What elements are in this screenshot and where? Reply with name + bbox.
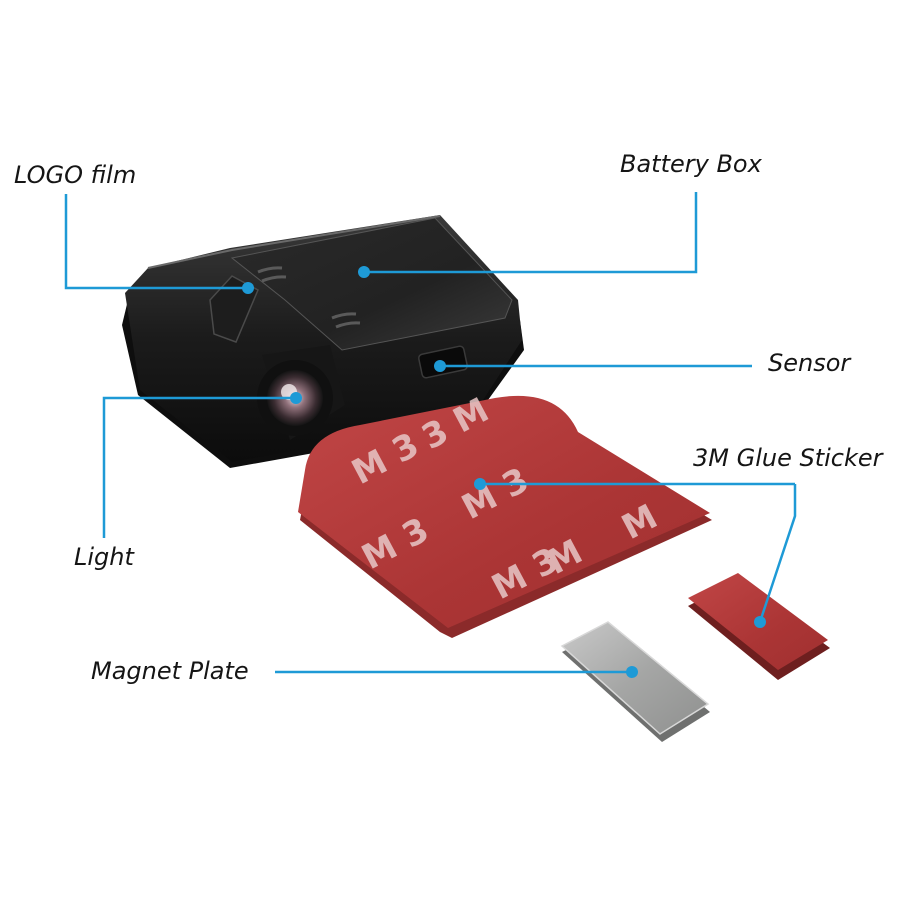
battery-box-label: Battery Box (620, 150, 762, 178)
logo-film-label: LOGO film (14, 161, 137, 189)
light-label: Light (74, 543, 134, 571)
glue-sticker-label: 3M Glue Sticker (693, 444, 883, 472)
sensor-label: Sensor (768, 349, 851, 377)
callout-light (102, 396, 296, 538)
callout-lines (64, 192, 797, 674)
magnet-plate (560, 621, 710, 742)
callout-logo-film (64, 194, 248, 290)
callout-dots (242, 266, 766, 678)
callout-glue-sticker-2 (758, 484, 797, 623)
callout-battery-box (364, 192, 698, 274)
projector-device (122, 215, 524, 468)
battery-box-lid (230, 217, 513, 351)
glue-sticker-large: M 3 3 M M 3 M 3 M 3 M M (298, 390, 712, 638)
magnet-plate-label: Magnet Plate (91, 657, 249, 685)
